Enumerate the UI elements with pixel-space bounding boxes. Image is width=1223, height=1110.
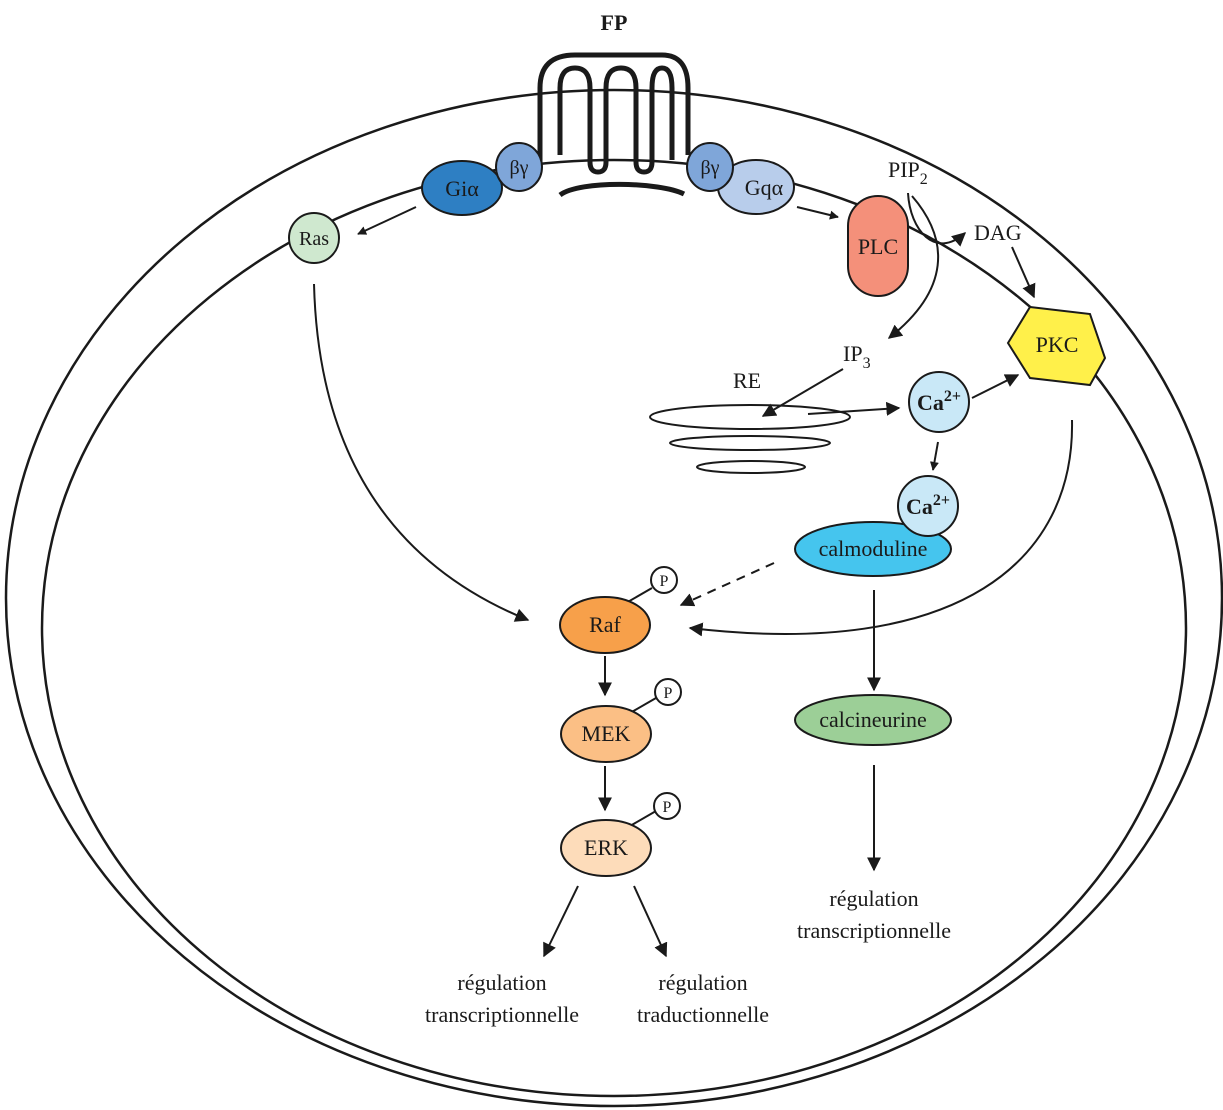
- svg-text:traductionnelle: traductionnelle: [637, 1002, 769, 1027]
- svg-text:P: P: [663, 799, 672, 816]
- gi-alpha-protein: Giα: [421, 160, 503, 216]
- erk-phospho-group: P: [653, 792, 681, 820]
- svg-text:Raf: Raf: [589, 612, 621, 637]
- pip2-label: PIP2: [888, 157, 928, 188]
- mek-protein: MEK: [560, 697, 657, 763]
- arrow-erk-to-transcription: [543, 885, 579, 958]
- calmodulin-protein: calmoduline: [794, 521, 952, 577]
- raf-phospho-group: P: [650, 566, 678, 594]
- arrow-calcium-to-pkc: [971, 374, 1020, 399]
- arrow-ras-to-raf: [313, 283, 530, 622]
- arrow-dag-to-pkc: [1011, 246, 1036, 299]
- svg-text:Giα: Giα: [445, 176, 479, 201]
- svg-text:PKC: PKC: [1036, 332, 1079, 357]
- svg-text:P: P: [660, 573, 669, 590]
- gq-betagamma-protein: βγ: [686, 142, 734, 192]
- outcome-erk-translation: régulation traductionnelle: [637, 970, 769, 1027]
- fp-receptor: FP: [537, 10, 691, 198]
- gi-betagamma-protein: βγ: [495, 142, 543, 192]
- ras-protein: Ras: [288, 212, 340, 264]
- raf-protein: Raf: [559, 587, 653, 654]
- svg-text:Ras: Ras: [299, 228, 329, 250]
- svg-text:calcineurine: calcineurine: [819, 707, 927, 732]
- svg-text:Ca2+: Ca2+: [906, 492, 950, 519]
- endoplasmic-reticulum: RE: [649, 368, 851, 474]
- svg-text:βγ: βγ: [509, 157, 528, 179]
- svg-text:PLC: PLC: [858, 234, 898, 259]
- pkc-protein: PKC: [1006, 305, 1107, 387]
- svg-text:régulation: régulation: [457, 970, 546, 995]
- arrow-gi-to-ras: [357, 206, 417, 235]
- arrow-pkc-to-raf: [688, 419, 1074, 637]
- arrow-er-to-calcium: [807, 401, 901, 416]
- svg-text:MEK: MEK: [582, 721, 631, 746]
- svg-text:régulation: régulation: [829, 886, 918, 911]
- er-label: RE: [733, 368, 761, 393]
- svg-text:Ca2+: Ca2+: [917, 388, 961, 415]
- calcium-ion-calmodulin-bound: Ca2+: [897, 475, 959, 537]
- calcineurin-protein: calcineurine: [794, 694, 952, 746]
- arrow-gq-to-plc: [796, 206, 839, 220]
- arrow-ip3-to-er: [761, 368, 844, 417]
- svg-text:régulation: régulation: [658, 970, 747, 995]
- svg-text:βγ: βγ: [700, 157, 719, 179]
- erk-protein: ERK: [560, 810, 657, 877]
- outcome-erk-transcription: régulation transcriptionnelle: [425, 970, 579, 1027]
- fp-label: FP: [601, 10, 628, 35]
- arrow-calmodulin-to-raf: [679, 562, 775, 607]
- arrow-pip2-to-ip3: [887, 195, 940, 339]
- gq-alpha-protein: Gqα: [717, 159, 795, 215]
- cell-membrane-inner: [40, 158, 1188, 1098]
- svg-text:Gqα: Gqα: [745, 175, 784, 200]
- plc-protein: PLC: [847, 195, 909, 297]
- arrow-erk-to-translation: [633, 885, 668, 958]
- arrow-pip2-to-dag: [907, 192, 967, 247]
- cell-membrane-outer: [4, 88, 1223, 1108]
- svg-text:transcriptionnelle: transcriptionnelle: [797, 918, 951, 943]
- pathway-arrows: [313, 192, 1074, 958]
- dag-label: DAG: [974, 220, 1022, 245]
- ip3-label: IP3: [843, 341, 871, 372]
- arrow-calcium-to-calmodulin: [929, 441, 939, 471]
- outcome-calcineurin-transcription: régulation transcriptionnelle: [797, 886, 951, 943]
- svg-text:P: P: [664, 685, 673, 702]
- svg-text:ERK: ERK: [584, 835, 628, 860]
- svg-text:calmoduline: calmoduline: [819, 536, 928, 561]
- calcium-ion-cytosolic: Ca2+: [908, 371, 970, 433]
- svg-text:transcriptionnelle: transcriptionnelle: [425, 1002, 579, 1027]
- mek-phospho-group: P: [654, 678, 682, 706]
